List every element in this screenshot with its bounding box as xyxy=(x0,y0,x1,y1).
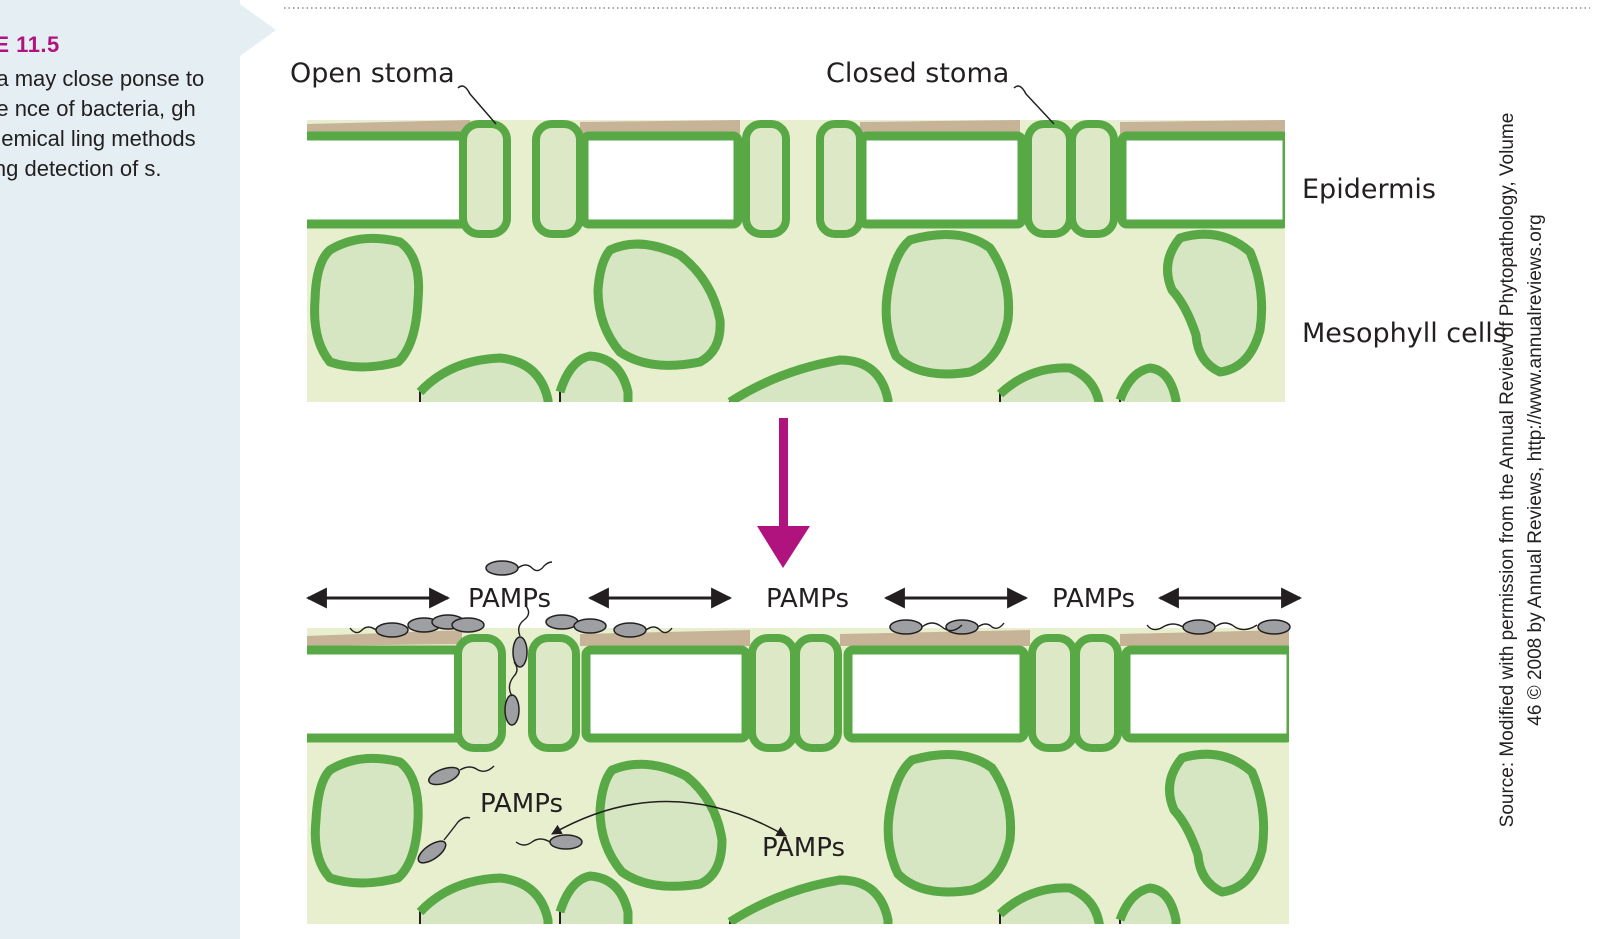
guard-cell xyxy=(457,637,503,749)
epidermal-cell xyxy=(307,135,471,225)
bacterium-icon xyxy=(549,834,583,850)
figure-label: RE 11.5 xyxy=(0,32,60,57)
guard-cell xyxy=(795,637,839,749)
pamps-interior-label: PAMPs xyxy=(762,833,845,863)
bacterium-icon xyxy=(613,622,647,638)
bacterium-icon xyxy=(545,614,579,630)
pamps-surface-label: PAMPs xyxy=(766,584,849,614)
bacterium-icon xyxy=(512,636,528,668)
epidermal-cell xyxy=(861,135,1023,225)
top-leaf-section: Open stoma Closed stoma Epidermis Mesoph… xyxy=(290,58,1507,402)
guard-cell xyxy=(819,123,861,235)
epidermal-cell xyxy=(1121,135,1285,225)
open-stoma-leader xyxy=(457,85,497,125)
closed-stoma-leader xyxy=(1013,85,1055,125)
guard-cell xyxy=(531,637,577,749)
bacterium-icon xyxy=(1257,619,1291,635)
source-credit-line-2: 46 © 2008 by Annual Reviews, http://www.… xyxy=(1525,214,1546,726)
bottom-leaf-section: PAMPs PAMPs PAMPs xyxy=(305,560,1303,924)
pamps-interior-label: PAMPs xyxy=(480,789,563,819)
epidermal-cell xyxy=(585,649,747,739)
epidermis-label: Epidermis xyxy=(1302,174,1436,205)
bacteria-flagella xyxy=(349,561,1258,846)
guard-cell xyxy=(535,123,581,235)
guard-cell xyxy=(1027,123,1071,235)
interior-pamps-arrow xyxy=(551,800,787,837)
pamps-surface-label: PAMPs xyxy=(1052,584,1135,614)
mesophyll-cell xyxy=(313,237,420,368)
bacterium-icon xyxy=(375,622,409,638)
bacterium-icon xyxy=(573,618,607,634)
caption-panel: RE 11.5 ata may close ponse to the nce o… xyxy=(0,0,240,939)
guard-cell xyxy=(745,123,787,235)
guard-cell xyxy=(462,123,508,235)
epidermal-cell xyxy=(847,649,1025,739)
mesophyll-label: Mesophyll cells xyxy=(1302,318,1507,349)
bacterium-icon xyxy=(1182,619,1216,635)
closed-stoma-label: Closed stoma xyxy=(826,58,1009,89)
bacterium-icon xyxy=(485,560,519,576)
bacterium-icon xyxy=(945,619,979,635)
transition-arrow xyxy=(757,418,810,568)
bacterium-icon xyxy=(504,694,520,726)
guard-cell xyxy=(1031,637,1075,749)
bacterium-icon xyxy=(889,619,923,635)
guard-cell xyxy=(1071,123,1115,235)
bacteria xyxy=(375,560,1291,864)
bacterium-icon xyxy=(417,840,447,864)
pamps-surface-label: PAMPs xyxy=(468,584,551,614)
figure-caption: ata may close ponse to the nce of bacter… xyxy=(0,66,205,181)
open-stoma-label: Open stoma xyxy=(290,58,455,89)
epidermal-cell xyxy=(1125,649,1289,739)
guard-cell xyxy=(751,637,795,749)
source-credit-line-1: Source: Modified with permission from th… xyxy=(1497,112,1518,828)
epidermal-cell xyxy=(307,649,463,739)
mesophyll-cell xyxy=(314,757,420,884)
bacterium-icon xyxy=(451,617,485,633)
bacterium-icon xyxy=(428,766,460,786)
guard-cell xyxy=(1075,637,1119,749)
epidermal-cell xyxy=(583,135,739,225)
caption-panel-pointer xyxy=(240,4,276,56)
